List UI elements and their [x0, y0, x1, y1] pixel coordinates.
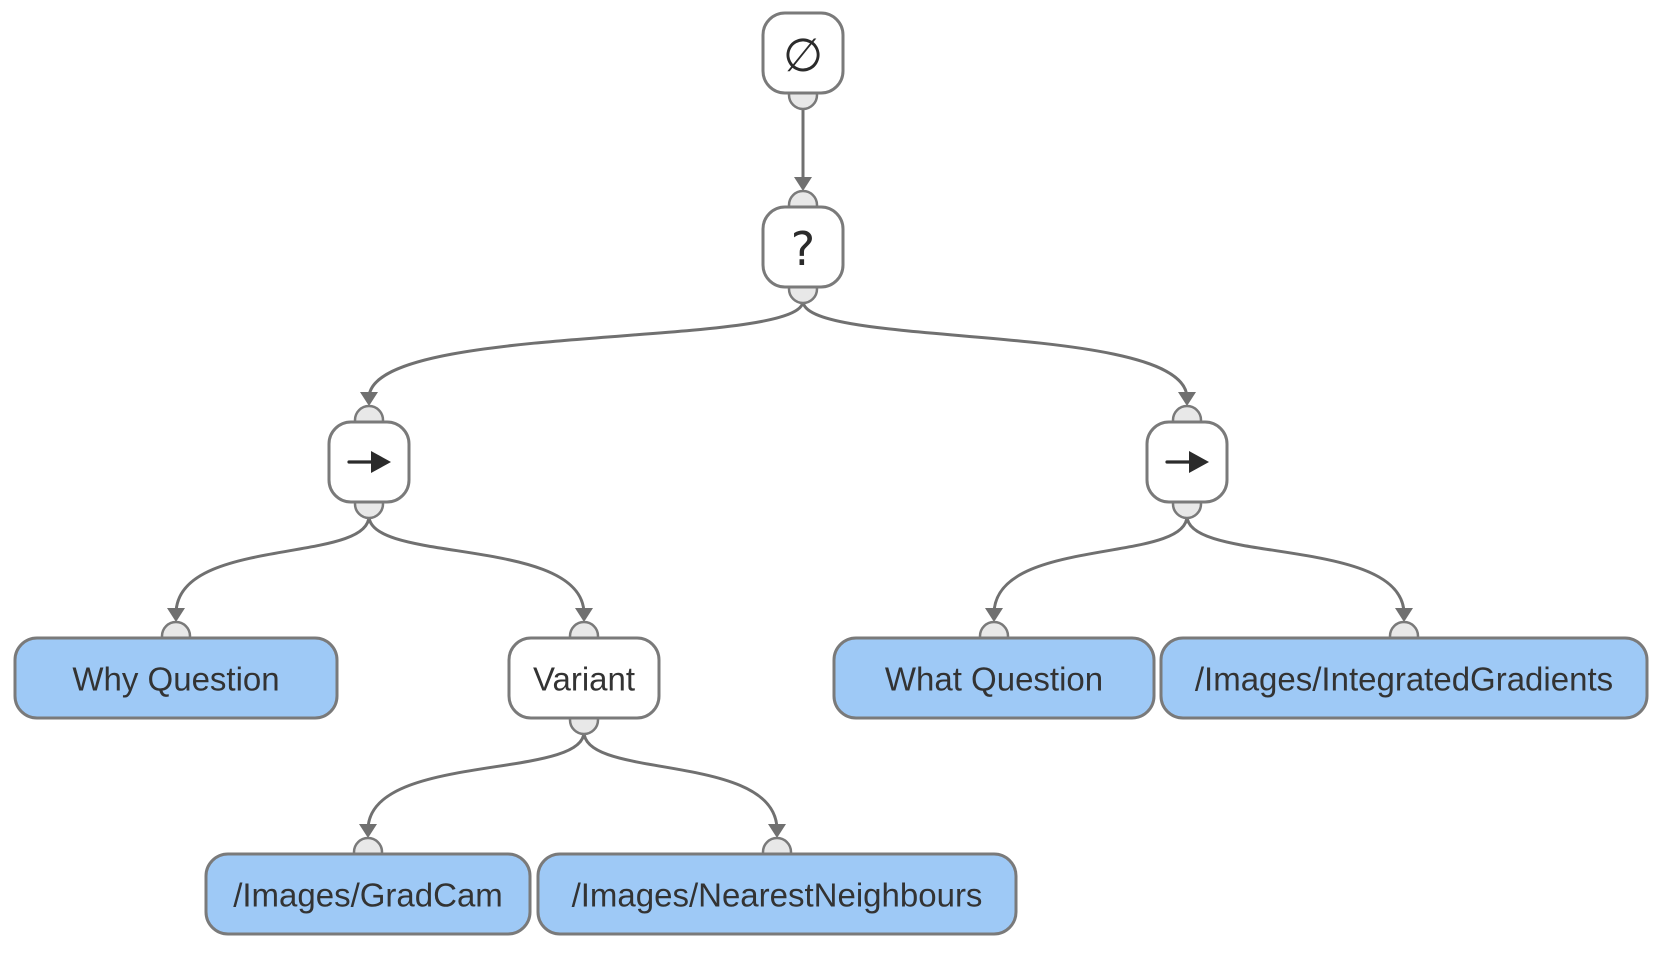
node-priority[interactable]: ? [761, 189, 845, 305]
node-box [204, 852, 532, 936]
node-root[interactable]: ∅ [761, 11, 845, 111]
edges-layer [167, 107, 1413, 838]
node-label: /Images/IntegratedGradients [1195, 661, 1613, 698]
arrowhead-seq-left [360, 392, 378, 406]
empty-set-icon: ∅ [783, 28, 823, 82]
node-variant[interactable]: Variant [507, 620, 661, 736]
node-why-question[interactable]: Why Question [13, 620, 339, 720]
edge-variant-to-nearest-neighbours [582, 731, 779, 831]
node-label: /Images/GradCam [233, 877, 503, 914]
node-box [1159, 636, 1649, 720]
node-box [536, 852, 1018, 936]
arrowhead-priority [794, 177, 812, 191]
arrowhead-variant [575, 608, 593, 622]
node-label: Variant [533, 661, 635, 698]
nodes-layer: ∅? Why Question Variant What Question/Image… [13, 11, 1649, 936]
arrowhead-seq-right [1178, 392, 1196, 406]
edge-priority-to-seq-right [801, 300, 1189, 399]
question-mark-icon: ? [791, 222, 815, 276]
node-label: What Question [885, 661, 1103, 698]
node-box [832, 636, 1156, 720]
node-box [13, 636, 339, 720]
right-arrow-icon [347, 451, 391, 473]
edge-seq-right-to-what-question [992, 515, 1189, 615]
node-label: /Images/NearestNeighbours [572, 877, 983, 914]
edge-seq-left-to-why-question [174, 515, 371, 615]
arrowhead-what-question [985, 608, 1003, 622]
node-seq-left[interactable] [327, 404, 411, 520]
right-arrow-icon [1165, 451, 1209, 473]
node-label: Why Question [72, 661, 279, 698]
edge-seq-right-to-integrated-gradients [1185, 515, 1406, 615]
node-nearest-neighbours[interactable]: /Images/NearestNeighbours [536, 836, 1018, 936]
node-box [761, 205, 845, 289]
edge-seq-left-to-variant [367, 515, 586, 615]
node-integrated-gradients[interactable]: /Images/IntegratedGradients [1159, 620, 1649, 720]
arrowhead-integrated-gradients [1395, 608, 1413, 622]
node-box [507, 636, 661, 720]
node-seq-right[interactable] [1145, 404, 1229, 520]
arrowhead-nearest-neighbours [768, 824, 786, 838]
node-gradcam[interactable]: /Images/GradCam [204, 836, 532, 936]
arrowhead-why-question [167, 608, 185, 622]
edge-priority-to-seq-left [367, 300, 805, 399]
edge-variant-to-gradcam [366, 731, 586, 831]
arrowhead-gradcam [359, 824, 377, 838]
node-what-question[interactable]: What Question [832, 620, 1156, 720]
node-box [761, 11, 845, 95]
